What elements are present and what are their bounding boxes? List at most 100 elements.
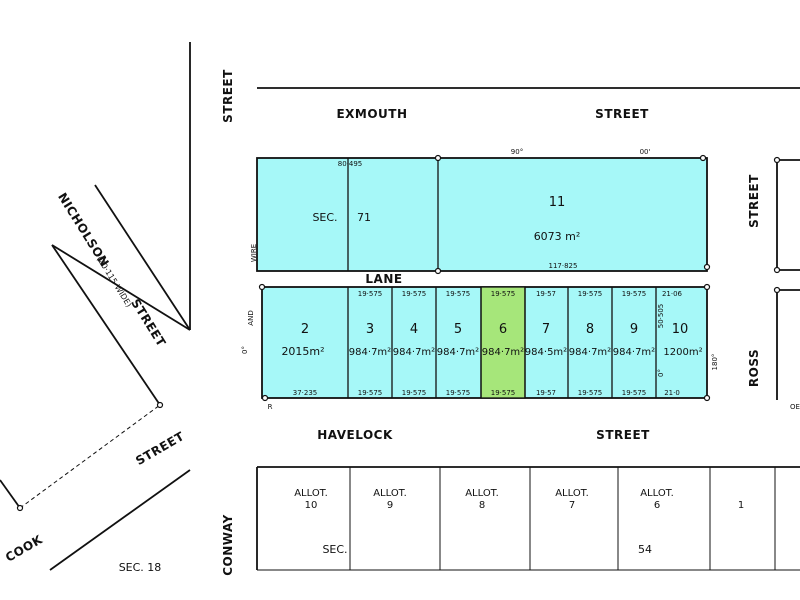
lot-bottom-dimension: 19·575: [491, 389, 516, 397]
right-street-label: STREET: [747, 174, 761, 228]
upper-block: [256, 154, 711, 275]
lot-number: 8: [586, 322, 594, 337]
wire-note: WIRE: [250, 244, 258, 262]
allotment-label: ALLOT.: [373, 488, 407, 499]
lot-1-south: 1: [738, 500, 744, 511]
upper-block-parcel: [256, 157, 708, 272]
nicholson-lower-line: [51, 244, 161, 406]
lot-bottom-dimension: 19·57: [536, 389, 556, 397]
lot-number: 4: [410, 322, 418, 337]
lot-bottom-dimension: 21·0: [664, 389, 680, 397]
south-section-number: 54: [638, 543, 652, 556]
lot-11-bearing-minutes: 00': [640, 148, 651, 156]
lot-number: 9: [630, 322, 638, 337]
cook-corner-line: [0, 479, 21, 509]
lot-top-dimension: 19·575: [491, 290, 516, 298]
allotment-label: ALLOT.: [294, 488, 328, 499]
survey-peg: [703, 394, 711, 402]
lot-top-dimension: 21·06: [662, 290, 683, 298]
sec-18-label: SEC. 18: [119, 561, 162, 574]
r-note: R: [268, 403, 273, 411]
survey-peg: [773, 266, 781, 274]
upper-block-labels: SEC. 71 11 6073 m² 90° 00' 117·825 80·49…: [250, 148, 650, 270]
lot-top-dimension: 19·575: [402, 290, 427, 298]
allotment-label: ALLOT.: [640, 488, 674, 499]
zero-degree-note: 0°: [241, 346, 249, 354]
lot-bottom-dimension: 19·575: [402, 389, 427, 397]
lot-area: 984·7m²: [482, 347, 524, 358]
cook-street-south-line: [49, 469, 191, 571]
lot-number: 7: [542, 322, 550, 337]
nicholson-east-line: [51, 244, 191, 331]
lot-number: 10: [672, 322, 689, 337]
lot-bottom-dimension: 19·575: [358, 389, 383, 397]
survey-peg: [258, 283, 266, 291]
havelock-label: HAVELOCK: [317, 428, 393, 442]
left-street-label: STREET: [221, 69, 235, 123]
allotment-label: ALLOT.: [465, 488, 499, 499]
lot-number: 2: [301, 322, 309, 337]
havelock-street-label: STREET: [596, 428, 650, 442]
lot-top-dimension: 19·575: [622, 290, 647, 298]
lot-11-bottom-dimension: 117·825: [549, 262, 578, 270]
cook-street-dashed: [19, 404, 161, 509]
survey-peg: [434, 267, 442, 275]
south-section-label: SEC.: [322, 543, 347, 556]
allotment-label: ALLOT.: [555, 488, 589, 499]
allotment-labels: ALLOT. 10 ALLOT. 9 ALLOT. 8 ALLOT. 7 ALL…: [119, 488, 744, 574]
zero-degree-note-east: 0°: [657, 369, 665, 377]
allotment-number: 9: [387, 500, 393, 511]
lot-area: 2015m²: [281, 345, 324, 358]
lot-11-bearing-degrees: 90°: [511, 148, 523, 156]
lot-area: 984·7m²: [349, 347, 391, 358]
section-number: 71: [357, 211, 371, 224]
lot-top-dimension: 19·575: [446, 290, 471, 298]
south-allotments: [349, 467, 776, 570]
lot-number: 5: [454, 322, 462, 337]
lot-number: 3: [366, 322, 374, 337]
lot-area: 984·7m²: [437, 347, 479, 358]
lot-area: 984·7m²: [393, 347, 435, 358]
exmouth-street-label: STREET: [595, 107, 649, 121]
lot-top-dimension: 19·57: [536, 290, 556, 298]
nicholson-west-line: [94, 184, 191, 331]
lot-6-highlight: [480, 286, 526, 399]
lower-block: [258, 283, 711, 402]
section-label: SEC.: [312, 211, 337, 224]
survey-peg: [16, 504, 24, 512]
lot-11-area: 6073 m²: [534, 230, 581, 243]
allotment-number: 10: [305, 500, 318, 511]
lane-label: LANE: [365, 272, 402, 286]
lot-area: 984·7m²: [569, 347, 611, 358]
lot-number: 6: [499, 322, 507, 337]
side-notes: AND 0° 0° 180° 50·505 R OE: [241, 304, 800, 411]
lot-area: 984·5m²: [525, 347, 567, 358]
deg-180-note: 180°: [711, 354, 719, 371]
conway-label: CONWAY: [221, 514, 235, 576]
lot-top-dimension: 19·575: [358, 290, 383, 298]
lot-bottom-dimension: 19·575: [446, 389, 471, 397]
exmouth-label: EXMOUTH: [336, 107, 407, 121]
allotment-number: 6: [654, 500, 660, 511]
allotment-number: 8: [479, 500, 485, 511]
allotment-number: 7: [569, 500, 575, 511]
survey-peg: [434, 154, 442, 162]
lot-bottom-dimension: 19·575: [578, 389, 603, 397]
oe-note: OE: [790, 403, 800, 411]
and-note: AND: [247, 310, 255, 325]
survey-peg: [703, 283, 711, 291]
ross-label: ROSS: [747, 349, 761, 387]
dimension-50-note: 50·505: [657, 304, 665, 329]
survey-peg: [773, 156, 781, 164]
survey-peg: [156, 401, 164, 409]
survey-peg: [773, 286, 781, 294]
lot-area: 1200m²: [663, 347, 702, 358]
survey-peg: [699, 154, 707, 162]
section-top-dimension: 80·495: [338, 160, 363, 168]
lot-11-number: 11: [549, 195, 566, 210]
survey-peg: [703, 263, 711, 271]
lot-bottom-dimension: 19·575: [622, 389, 647, 397]
lot-labels: 2 2015m² 37·235 3 984·7m² 19·575 19·575 …: [281, 290, 702, 397]
lot-area: 984·7m²: [613, 347, 655, 358]
